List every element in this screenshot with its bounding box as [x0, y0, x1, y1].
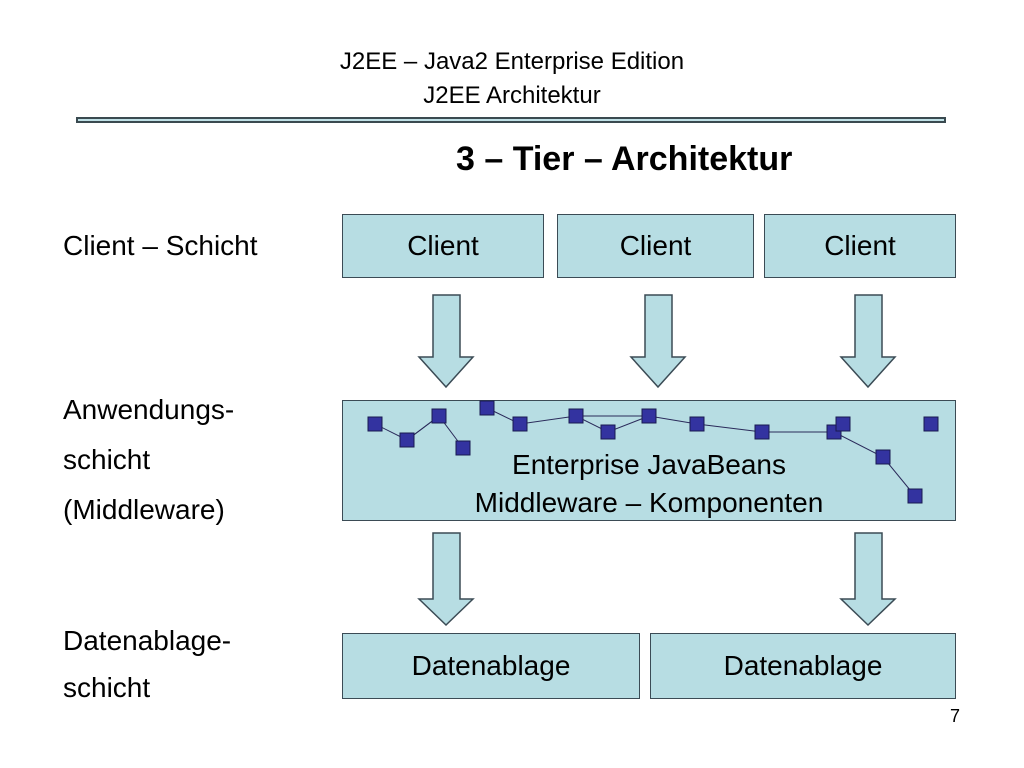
component-square [907, 488, 923, 504]
slide-title: 3 – Tier – Architektur [456, 140, 793, 178]
component-square [431, 408, 447, 424]
component-square [455, 440, 471, 456]
datastore-box-1: Datenablage [342, 633, 640, 699]
header-line-2: J2EE Architektur [423, 82, 601, 109]
arrow-down-client-3 [839, 294, 897, 389]
client-box-2: Client [557, 214, 754, 278]
arrow-down-client-1 [417, 294, 475, 389]
component-square [875, 449, 891, 465]
client-box-3: Client [764, 214, 956, 278]
middleware-line-1: Enterprise JavaBeans [512, 449, 786, 480]
client-tier-label: Client – Schicht [63, 230, 258, 261]
component-square [479, 400, 495, 416]
component-square [641, 408, 657, 424]
data-tier-label-line-1: Datenablage- [63, 625, 232, 656]
header-line-1: J2EE – Java2 Enterprise Edition [339, 48, 685, 75]
arrow-down-client-2 [629, 294, 687, 389]
component-square [689, 416, 705, 432]
component-square [568, 408, 584, 424]
app-tier-label-line-3: (Middleware) [63, 494, 225, 525]
header-divider [76, 117, 946, 123]
slide-number: 7 [950, 706, 961, 726]
component-square [835, 416, 851, 432]
component-square [512, 416, 528, 432]
datastore-box-2: Datenablage [650, 633, 956, 699]
component-square [399, 432, 415, 448]
component-square [600, 424, 616, 440]
component-square [754, 424, 770, 440]
component-square [367, 416, 383, 432]
client-box-1: Client [342, 214, 544, 278]
arrow-down-datastore-1 [417, 532, 475, 627]
app-tier-label-line-1: Anwendungs- [63, 394, 235, 425]
component-square [923, 416, 939, 432]
middleware-line-2: Middleware – Komponenten [474, 487, 824, 518]
arrow-down-datastore-2 [839, 532, 897, 627]
app-tier-label-line-2: schicht [63, 444, 151, 475]
component-link-3 [486, 407, 916, 497]
data-tier-label-line-2: schicht [63, 672, 151, 703]
component-link-1 [374, 415, 464, 449]
